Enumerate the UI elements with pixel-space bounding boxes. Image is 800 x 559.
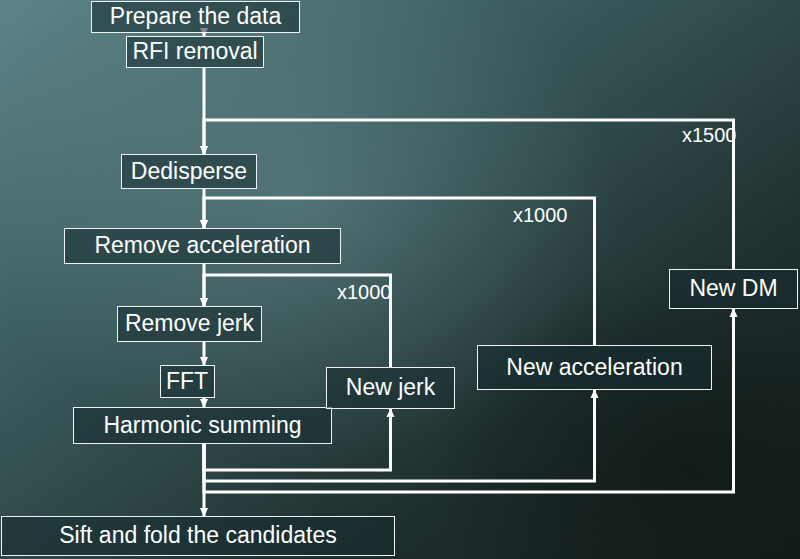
loop-count: x1500	[682, 124, 737, 146]
process-box: Prepare the data	[91, 1, 300, 33]
flow-arrow	[203, 398, 206, 407]
box-text: Remove jerk	[125, 311, 254, 336]
process-box: Dedisperse	[121, 154, 257, 189]
loop-count: x1000	[513, 204, 568, 226]
process-box: New acceleration	[477, 345, 712, 390]
box-text: Remove acceleration	[94, 233, 310, 258]
flow-arrow	[203, 342, 206, 365]
flow-arrow	[204, 198, 595, 345]
loop-count: x1000	[337, 281, 392, 303]
process-box: Harmonic summing	[73, 407, 332, 444]
box-text: New DM	[689, 276, 777, 301]
process-box: New DM	[669, 269, 798, 309]
box-text: Prepare the data	[110, 4, 281, 29]
process-box: Remove jerk	[117, 306, 262, 342]
process-box: FFT	[160, 365, 215, 398]
box-text: New jerk	[346, 375, 435, 400]
box-text: New acceleration	[506, 355, 682, 380]
process-box: RFI removal	[126, 36, 264, 68]
process-box: Remove acceleration	[64, 228, 341, 264]
process-box: New jerk	[326, 367, 455, 409]
flow-arrow	[203, 444, 206, 516]
box-text: Harmonic summing	[103, 413, 301, 438]
flow-arrow	[204, 309, 734, 492]
box-text: FFT	[166, 369, 208, 394]
box-text: Dedisperse	[131, 159, 247, 184]
process-box: Sift and fold the candidates	[1, 516, 395, 556]
box-text: RFI removal	[132, 39, 257, 64]
box-text: Sift and fold the candidates	[59, 523, 336, 548]
